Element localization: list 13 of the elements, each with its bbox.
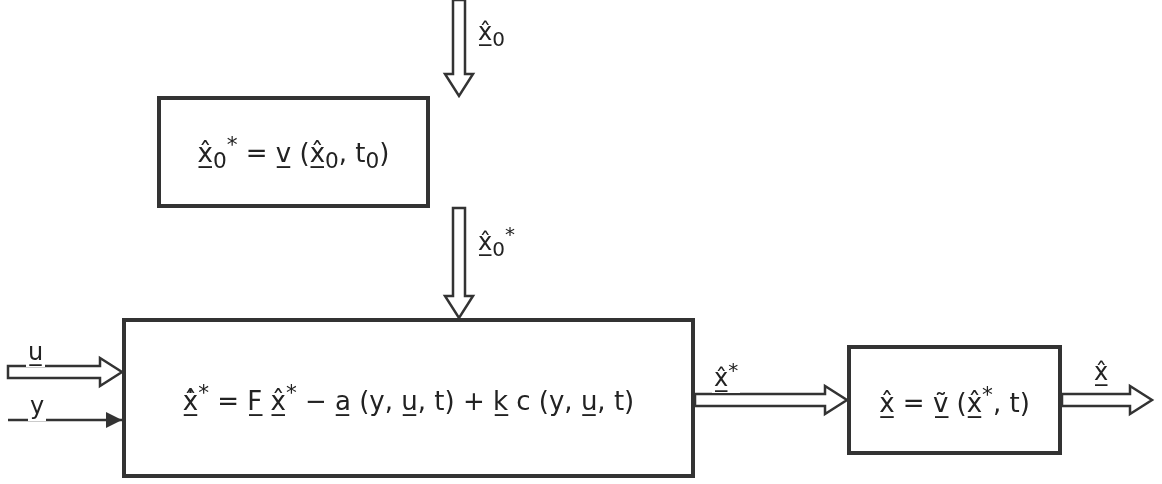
formula: x̲̂̇$^{*}$ = F̲ x̲̂$^{*}$ − a̲ (y, u̲, t) + k̲ c (y, u̲, t) [182,380,635,416]
process-box [847,345,1062,455]
edge-label: x̲̂ [1092,358,1111,387]
process-box [122,318,695,478]
double-line-arrow [693,383,850,417]
double-line-arrow [6,355,125,389]
double-line-arrow [442,0,476,99]
process-box [157,96,430,208]
formula: x̲̂ = ṽ̲ (x̲̂$^{*}$, t) [879,382,1030,418]
double-line-arrow [442,206,476,321]
formula: x̲̂$_{0}$$^{*}$ = v̲ (x̲̂$_{0}$, t$_{0}$) [197,131,390,173]
double-line-arrow [1060,383,1155,417]
arrow [8,412,122,428]
